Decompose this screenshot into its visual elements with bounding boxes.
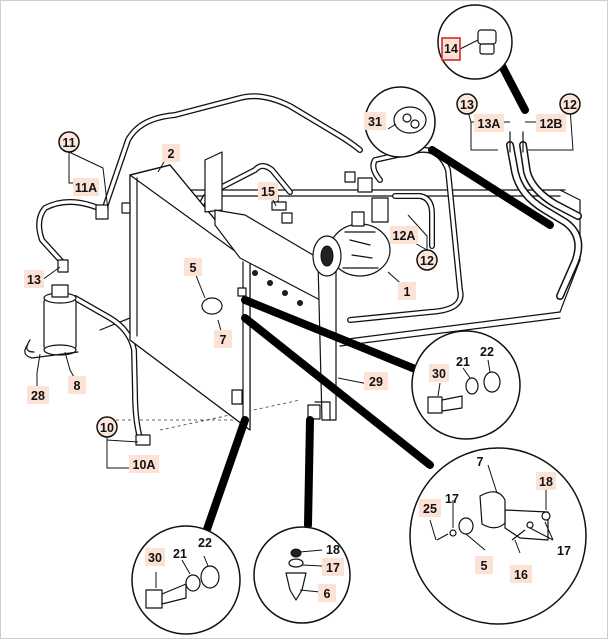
- label-17-c: 17: [326, 561, 340, 575]
- label-16: 16: [514, 568, 528, 582]
- receiver-drier: [24, 284, 79, 359]
- label-7-detail: 7: [477, 455, 484, 469]
- label-6: 6: [324, 587, 331, 601]
- label-13a: 13A: [478, 117, 501, 131]
- label-11a: 11A: [75, 181, 97, 195]
- part-labels: 11 10 12 13 12 14 2 11A 15 31 13A 12B 12…: [24, 37, 581, 602]
- label-18-mount: 18: [326, 543, 340, 557]
- label-21-lower: 21: [173, 547, 187, 561]
- label-29: 29: [369, 375, 383, 389]
- label-22-upper: 22: [480, 345, 494, 359]
- callout-beams: [201, 58, 554, 539]
- label-12b: 12B: [540, 117, 563, 131]
- support-bracket: [204, 151, 337, 421]
- label-10: 10: [100, 421, 114, 435]
- zoom-circle-bolt-lower: [131, 525, 241, 635]
- label-21-upper: 21: [456, 355, 470, 369]
- label-5: 5: [190, 261, 197, 275]
- zoom-circle-bolt-upper: [411, 330, 521, 440]
- label-10a: 10A: [133, 458, 156, 472]
- label-18-detail: 18: [539, 475, 553, 489]
- label-13: 13: [27, 273, 41, 287]
- mount-bushing: [201, 287, 321, 420]
- label-17-a: 17: [445, 492, 459, 506]
- label-12-left: 12: [420, 254, 434, 268]
- label-17-b: 17: [557, 544, 571, 558]
- label-28: 28: [31, 389, 45, 403]
- label-11: 11: [62, 136, 75, 150]
- label-14: 14: [444, 42, 458, 56]
- compressor: [312, 197, 391, 277]
- label-30-upper: 30: [432, 367, 446, 381]
- label-15: 15: [261, 185, 275, 199]
- label-31: 31: [368, 115, 382, 129]
- label-12-top: 12: [563, 98, 577, 112]
- label-1: 1: [404, 285, 411, 299]
- label-12a: 12A: [393, 229, 416, 243]
- fittings: [57, 171, 373, 446]
- label-25: 25: [423, 502, 437, 516]
- label-7: 7: [220, 333, 227, 347]
- label-2: 2: [168, 147, 175, 161]
- zoom-circle-grommet: [364, 86, 436, 158]
- label-22-lower: 22: [198, 536, 212, 550]
- label-8: 8: [74, 379, 81, 393]
- label-13-top: 13: [460, 98, 474, 112]
- label-5-detail: 5: [481, 559, 488, 573]
- label-30-lower: 30: [148, 551, 162, 565]
- zoom-circle-bracket-detail: [409, 447, 587, 625]
